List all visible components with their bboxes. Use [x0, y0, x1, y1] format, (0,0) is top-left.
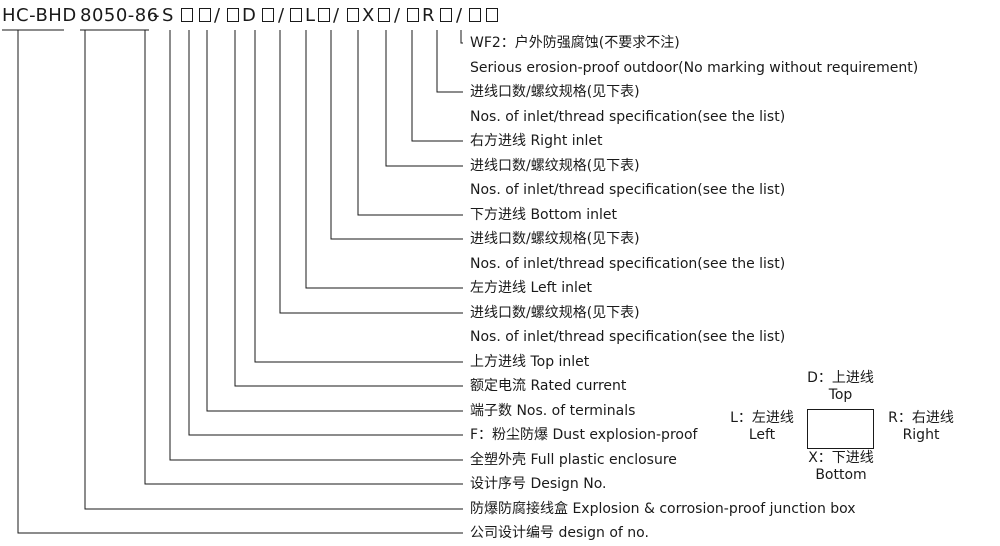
leader-line — [460, 30, 463, 44]
legend-left-cn: L：左进线 — [730, 410, 794, 426]
model-code-segment: L — [305, 5, 316, 26]
callout-label: 全塑外壳 Full plastic enclosure — [470, 452, 677, 468]
leader-line — [330, 30, 463, 240]
callout-label: 端子数 Nos. of terminals — [470, 403, 636, 419]
placeholder-box — [407, 8, 419, 22]
placeholder-box — [181, 8, 193, 22]
legend-right-en: Right — [902, 427, 940, 443]
model-code-segment: / — [278, 5, 285, 26]
enclosure-outline — [807, 409, 874, 449]
leader-line — [169, 30, 463, 461]
leader-line — [144, 30, 463, 485]
callout-label: Serious erosion-proof outdoor(No marking… — [470, 60, 919, 76]
placeholder-box — [469, 8, 481, 22]
leader-line — [357, 30, 463, 216]
model-code-segment: / — [214, 5, 221, 26]
placeholder-box — [318, 8, 330, 22]
callout-label: Nos. of inlet/thread specification(see t… — [470, 109, 786, 125]
callout-label: 进线口数/螺纹规格(见下表) — [470, 231, 640, 247]
placeholder-box — [227, 8, 239, 22]
callout-label: 额定电流 Rated current — [470, 378, 627, 394]
leader-line — [84, 30, 463, 510]
leader-line — [411, 30, 463, 142]
model-code-segment: 8050-86 — [80, 5, 159, 26]
legend-left-en: Left — [748, 427, 776, 443]
inlet-direction-legend: D：上进线 Top L：左进线 Left R：右进线 Right X：下进线 B… — [700, 360, 1000, 546]
legend-top-cn: D：上进线 — [807, 370, 874, 386]
callout-label: 右方进线 Right inlet — [470, 133, 603, 149]
placeholder-box — [486, 8, 498, 22]
callout-label: 进线口数/螺纹规格(见下表) — [470, 84, 640, 100]
callout-label: Nos. of inlet/thread specification(see t… — [470, 256, 786, 272]
callout-label: WF2：户外防强腐蚀(不要求不注) — [470, 35, 680, 51]
leader-line — [254, 30, 463, 363]
legend-top-en: Top — [828, 387, 853, 403]
leader-line — [305, 30, 463, 289]
callout-label: 设计序号 Design No. — [470, 476, 607, 492]
placeholder-box — [347, 8, 359, 22]
leader-line — [385, 30, 463, 167]
callout-label: Nos. of inlet/thread specification(see t… — [470, 329, 786, 345]
placeholder-box — [262, 8, 274, 22]
model-code-segment: / — [456, 5, 463, 26]
legend-right-cn: R：右进线 — [888, 410, 954, 426]
callout-label: 防爆防腐接线盒 Explosion & corrosion-proof junc… — [470, 501, 856, 517]
callout-label: 下方进线 Bottom inlet — [470, 207, 618, 223]
model-code-segment: X — [362, 5, 375, 26]
callout-label: 公司设计编号 design of no. — [470, 525, 649, 541]
leader-line — [188, 30, 463, 436]
leader-line — [17, 30, 463, 534]
model-code-segment: S — [162, 5, 174, 26]
legend-bottom-en: Bottom — [815, 467, 867, 483]
model-code-segment: R — [422, 5, 436, 26]
callout-label: 进线口数/螺纹规格(见下表) — [470, 158, 640, 174]
model-code-segment: - — [153, 5, 160, 26]
callout-label: Nos. of inlet/thread specification(see t… — [470, 182, 786, 198]
callout-label: F：粉尘防爆 Dust explosion-proof — [470, 427, 698, 443]
model-code-segment: / — [394, 5, 401, 26]
placeholder-box — [290, 8, 302, 22]
callout-label: 左方进线 Left inlet — [470, 280, 592, 296]
model-code-segment: D — [242, 5, 257, 26]
leader-line — [279, 30, 463, 314]
leader-line — [234, 30, 463, 387]
legend-bottom-cn: X：下进线 — [808, 450, 874, 466]
placeholder-box — [378, 8, 390, 22]
placeholder-box — [199, 8, 211, 22]
model-code-segment: HC-BHD — [2, 5, 77, 26]
leader-line — [206, 30, 463, 412]
callout-label: 进线口数/螺纹规格(见下表) — [470, 305, 640, 321]
leader-line — [436, 30, 463, 93]
placeholder-box — [440, 8, 452, 22]
callout-label: 上方进线 Top inlet — [470, 354, 590, 370]
model-code-segment: / — [333, 5, 340, 26]
